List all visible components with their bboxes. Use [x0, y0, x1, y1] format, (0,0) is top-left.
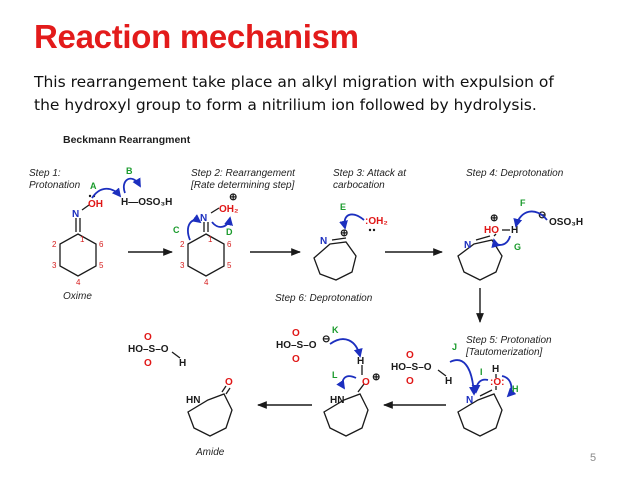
step6-bisulfate: HO–S–O	[276, 340, 317, 351]
step2-ring-number-2: 2	[180, 240, 185, 249]
step4-hydrogen: H	[511, 225, 518, 236]
step5-oxo-bottom: O	[406, 376, 414, 387]
step6-oxo-top: O	[292, 328, 300, 339]
arrow-d	[211, 216, 233, 228]
body-line-1: This rearrangement take place an alkyl m…	[34, 73, 554, 91]
arrow-a	[91, 187, 122, 199]
step6-positive-charge: ⊕	[372, 372, 380, 383]
amide-label: Amide	[195, 447, 225, 458]
ring-number-3: 3	[52, 261, 57, 270]
step6-molecule: HN O ⊕ H HO–S–O O O ⊖	[276, 328, 380, 437]
ring-number-6: 6	[99, 240, 104, 249]
letter-c: C	[173, 225, 180, 235]
letter-k: K	[332, 325, 339, 335]
step5-oxygen: :O:	[490, 377, 504, 388]
step2-ring-number-5: 5	[227, 261, 232, 270]
letter-h: H	[512, 384, 519, 394]
letter-a: A	[90, 181, 97, 191]
step4-hydroxyl: HO	[484, 225, 499, 236]
step2-subtitle: [Rate determining step]	[190, 180, 295, 191]
nitrilium-ion-molecule: N ⊕ :OH₂	[313, 216, 388, 281]
step4-positive-charge: ⊕	[490, 213, 498, 224]
step2-ring-number-3: 3	[180, 261, 185, 270]
arrow-h	[501, 375, 517, 398]
step5-title: Step 5: Protonation	[466, 335, 552, 346]
step5-hydrogen: H	[492, 364, 499, 375]
step4-title: Step 4: Deprotonation	[466, 168, 564, 179]
step6-oxygen: O	[362, 377, 370, 388]
arrow-f	[513, 210, 548, 228]
protonated-oxime-molecule: N OH₂ ⊕ 1 2 3 4 5 6	[180, 192, 238, 287]
sulfuric-acid-product: HO–S–O O O H	[128, 332, 186, 369]
ring-number-4: 4	[76, 278, 81, 287]
step2-ring-number-6: 6	[227, 240, 232, 249]
arrow-c	[187, 214, 202, 241]
water-molecule: :OH₂	[365, 216, 388, 227]
product-acid-hydrogen: H	[179, 358, 186, 369]
step6-hydrogen: H	[357, 356, 364, 367]
arrow-k	[329, 338, 363, 358]
arrow-g	[491, 235, 511, 249]
step5-sulfuric-acid: HO–S–O	[391, 362, 432, 373]
step2-ring-number-4: 4	[204, 278, 209, 287]
oxime-hydroxyl: OH	[88, 199, 103, 210]
oxime-label: Oxime	[63, 291, 92, 302]
arrow-i	[471, 378, 489, 394]
letter-b: B	[126, 166, 133, 176]
amide-oxygen: O	[225, 377, 233, 388]
amide-nh: HN	[186, 395, 200, 406]
step3-positive-charge: ⊕	[340, 228, 348, 239]
step2-ring-number-1: 1	[208, 235, 213, 244]
letter-d: D	[226, 227, 233, 237]
step6-oxo-bottom: O	[292, 354, 300, 365]
product-oxo-top: O	[144, 332, 152, 343]
step2-title: Step 2: Rearrangement	[191, 168, 296, 179]
step4-bisulfate: OSO₃H	[549, 217, 583, 228]
amide-molecule: HN O	[186, 377, 233, 437]
ring-number-1: 1	[80, 235, 85, 244]
arrow-j	[449, 359, 479, 396]
letter-g: G	[514, 242, 521, 252]
step2-positive-charge: ⊕	[229, 192, 237, 203]
step2-nitrogen: N	[200, 213, 207, 224]
letter-j: J	[452, 342, 457, 352]
product-oxo-bottom: O	[144, 358, 152, 369]
step3-nitrogen: N	[320, 236, 327, 247]
letter-i: I	[480, 367, 483, 377]
letter-l: L	[332, 370, 338, 380]
oxime-molecule: N OH 1 2 3 4 5 6	[52, 194, 104, 287]
step5-subtitle: [Tautomerization]	[465, 347, 543, 358]
step2-oxonium: OH₂	[219, 204, 238, 215]
step1-title: Step 1:	[29, 168, 61, 179]
sulfuric-acid-formula: H—OSO₃H	[121, 197, 172, 208]
step5-acid-hydrogen: H	[445, 376, 452, 387]
step1-subtitle: Protonation	[29, 180, 81, 191]
page-number: 5	[590, 452, 597, 464]
step5-molecule: N :O: H HO–S–O O O H	[391, 350, 504, 437]
slide-body-text: This rearrangement take place an alkyl m…	[34, 71, 614, 117]
step6-title: Step 6: Deprotonation	[275, 293, 373, 304]
body-line-2: the hydroxyl group to form a nitrilium i…	[34, 96, 537, 114]
arrow-b	[122, 177, 141, 194]
product-acid: HO–S–O	[128, 344, 169, 355]
arrow-e	[339, 213, 365, 230]
step3-title: Step 3: Attack at	[333, 168, 407, 179]
figure-heading: Beckmann Rearrangment	[63, 134, 191, 146]
step6-minus: ⊖	[322, 334, 330, 345]
step5-oxo-top: O	[406, 350, 414, 361]
step6-nh: HN	[330, 395, 344, 406]
step3-subtitle: carbocation	[333, 180, 385, 191]
letter-f: F	[520, 198, 526, 208]
ring-number-2: 2	[52, 240, 57, 249]
slide-title: Reaction mechanism	[34, 18, 359, 55]
ring-number-5: 5	[99, 261, 104, 270]
oxime-nitrogen: N	[72, 209, 79, 220]
step4-nitrogen: N	[464, 240, 471, 251]
step5-nitrogen: N	[466, 395, 473, 406]
arrow-l	[336, 375, 357, 390]
letter-e: E	[340, 202, 346, 212]
